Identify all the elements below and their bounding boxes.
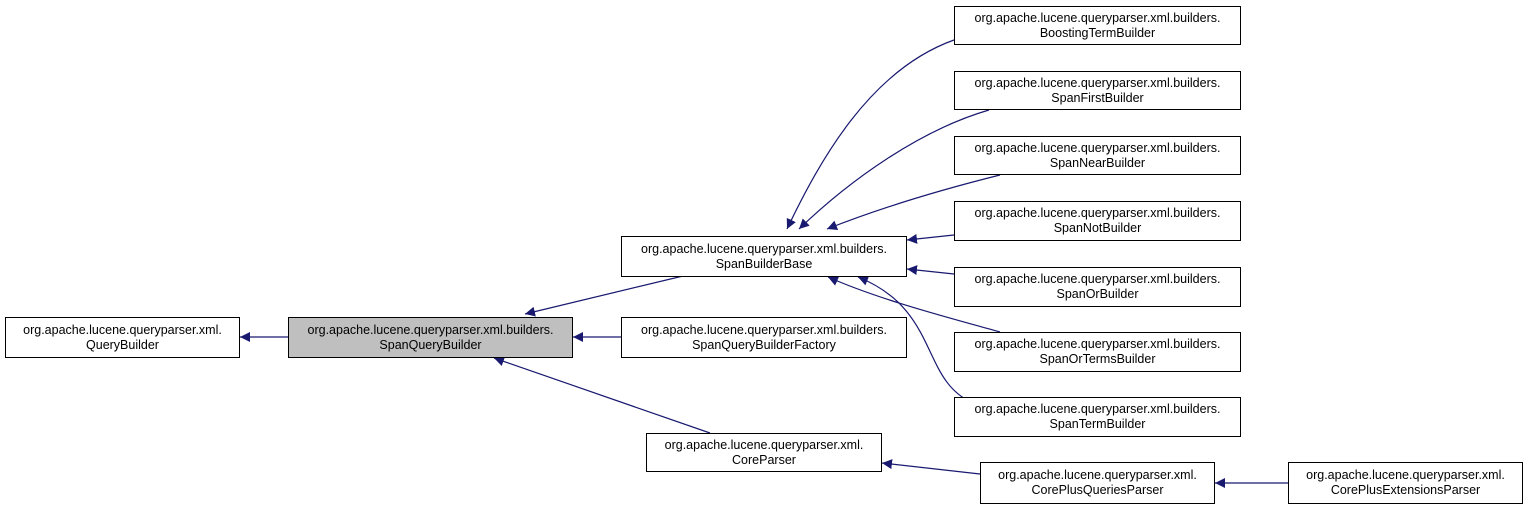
node-span-query-builder-package: org.apache.lucene.queryparser.xml.builde… — [307, 322, 554, 337]
node-core-parser-package: org.apache.lucene.queryparser.xml. — [664, 437, 864, 452]
node-query-builder-package: org.apache.lucene.queryparser.xml. — [23, 322, 222, 337]
node-core-plus-queries-parser-class: CorePlusQueriesParser — [1031, 483, 1164, 497]
node-span-builder-base-package: org.apache.lucene.queryparser.xml.builde… — [641, 241, 887, 256]
node-span-near-builder-class: SpanNearBuilder — [1049, 155, 1146, 170]
edge-spannot-to-base — [906, 233, 955, 244]
node-span-or-builder-package: org.apache.lucene.queryparser.xml.builde… — [974, 272, 1221, 286]
node-query-builder[interactable]: org.apache.lucene.queryparser.xml. Query… — [5, 317, 240, 358]
node-span-not-builder-package: org.apache.lucene.queryparser.xml.builde… — [974, 206, 1221, 220]
node-span-not-builder-class: SpanNotBuilder — [1053, 221, 1142, 235]
edge-spanbuilderbase-to-spanquerybuilder — [524, 275, 684, 317]
node-query-builder-class: QueryBuilder — [86, 337, 159, 352]
node-span-query-builder-factory-class: SpanQueryBuilderFactory — [692, 337, 836, 352]
node-core-parser-class: CoreParser — [732, 452, 796, 467]
edge-coreparser-to-spanquerybuilder — [493, 356, 711, 434]
node-core-plus-extensions-parser-class: CorePlusExtensionsParser — [1330, 483, 1481, 497]
node-span-or-builder[interactable]: org.apache.lucene.queryparser.xml.builde… — [954, 267, 1241, 307]
node-span-term-builder-class: SpanTermBuilder — [1049, 417, 1146, 431]
node-span-query-builder-factory-package: org.apache.lucene.queryparser.xml.builde… — [641, 322, 887, 337]
node-span-first-builder-package: org.apache.lucene.queryparser.xml.builde… — [974, 75, 1221, 90]
node-core-plus-extensions-parser-package: org.apache.lucene.queryparser.xml. — [1306, 468, 1505, 482]
node-span-near-builder-package: org.apache.lucene.queryparser.xml.builde… — [974, 140, 1221, 155]
node-span-or-terms-builder-class: SpanOrTermsBuilder — [1039, 352, 1156, 366]
node-boosting-term-builder-package: org.apache.lucene.queryparser.xml.builde… — [974, 10, 1221, 25]
node-boosting-term-builder[interactable]: org.apache.lucene.queryparser.xml.builde… — [954, 6, 1241, 45]
node-span-builder-base-class: SpanBuilderBase — [715, 256, 813, 271]
node-core-plus-queries-parser-package: org.apache.lucene.queryparser.xml. — [998, 468, 1197, 482]
node-span-first-builder[interactable]: org.apache.lucene.queryparser.xml.builde… — [954, 71, 1241, 110]
node-span-term-builder[interactable]: org.apache.lucene.queryparser.xml.builde… — [954, 397, 1241, 437]
edge-boostingterm-to-base — [786, 39, 955, 230]
edge-spanorterms-to-base — [827, 276, 1001, 333]
edge-spannear-to-base — [826, 174, 1001, 230]
node-span-or-terms-builder[interactable]: org.apache.lucene.queryparser.xml.builde… — [954, 332, 1241, 372]
node-core-plus-queries-parser[interactable]: org.apache.lucene.queryparser.xml. CoreP… — [980, 462, 1215, 504]
node-span-first-builder-class: SpanFirstBuilder — [1051, 90, 1144, 105]
node-core-parser[interactable]: org.apache.lucene.queryparser.xml. CoreP… — [646, 433, 882, 472]
node-span-near-builder[interactable]: org.apache.lucene.queryparser.xml.builde… — [954, 136, 1241, 175]
node-boosting-term-builder-class: BoostingTermBuilder — [1039, 25, 1156, 40]
edge-spanfirst-to-base — [798, 109, 990, 230]
edge-corequeries-to-coreparser — [881, 459, 981, 475]
node-span-query-builder-factory[interactable]: org.apache.lucene.queryparser.xml.builde… — [621, 317, 907, 358]
node-span-not-builder[interactable]: org.apache.lucene.queryparser.xml.builde… — [954, 201, 1241, 241]
node-core-plus-extensions-parser[interactable]: org.apache.lucene.queryparser.xml. CoreP… — [1288, 462, 1523, 504]
edge-spanor-to-base — [906, 265, 955, 276]
node-span-term-builder-package: org.apache.lucene.queryparser.xml.builde… — [974, 402, 1221, 416]
node-span-or-terms-builder-package: org.apache.lucene.queryparser.xml.builde… — [974, 337, 1221, 351]
node-span-query-builder: org.apache.lucene.queryparser.xml.builde… — [288, 317, 573, 358]
node-span-builder-base[interactable]: org.apache.lucene.queryparser.xml.builde… — [621, 236, 907, 277]
edge-spanterm-to-base — [857, 276, 974, 404]
node-span-query-builder-class: SpanQueryBuilder — [379, 337, 482, 352]
node-span-or-builder-class: SpanOrBuilder — [1056, 287, 1139, 301]
